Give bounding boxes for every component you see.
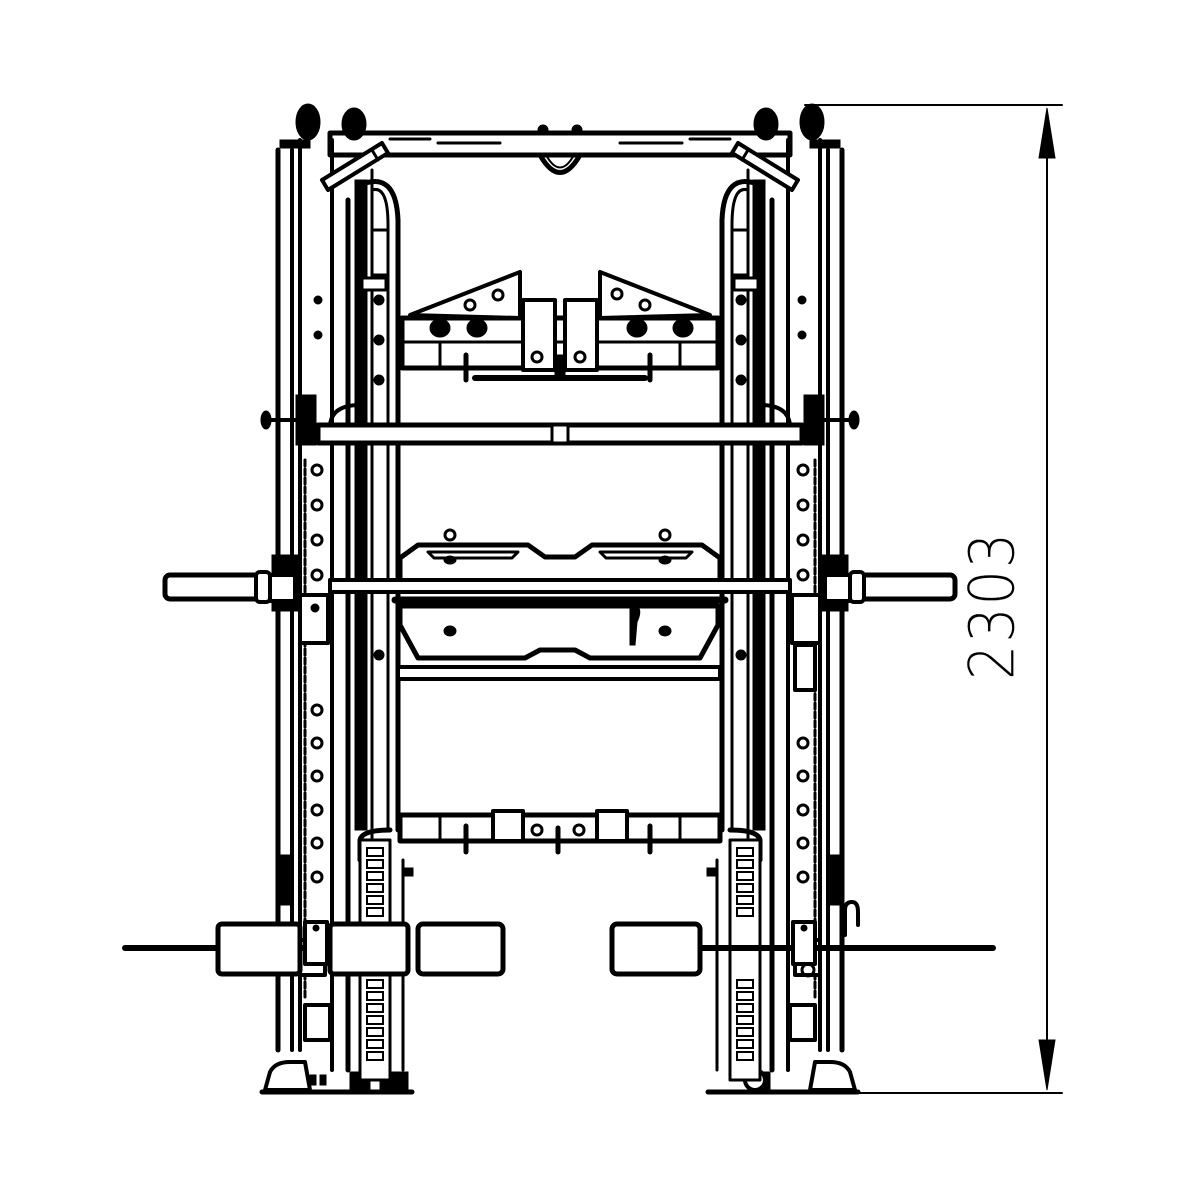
left-plate-horn [162,570,297,604]
left-foot-base [259,1060,415,1095]
dimension-height-value: 2303 [955,530,1029,680]
smith-machine-bar [315,403,805,446]
left-leg-roller-pad [122,920,506,977]
top-frame-crossbar [327,124,793,175]
left-peg-holes [310,295,324,884]
dimension-annotation [804,104,1063,1094]
dimension-height-label: 2303 [952,530,1032,680]
left-angled-pullup-handle [320,141,390,192]
seat-assembly [328,578,792,681]
right-plate-horn [823,570,958,604]
right-weight-stack [706,827,763,1082]
dip-handle-attachment [399,270,721,383]
lower-frame-crossbar [397,809,723,855]
right-leg-roller-pad [609,900,996,977]
